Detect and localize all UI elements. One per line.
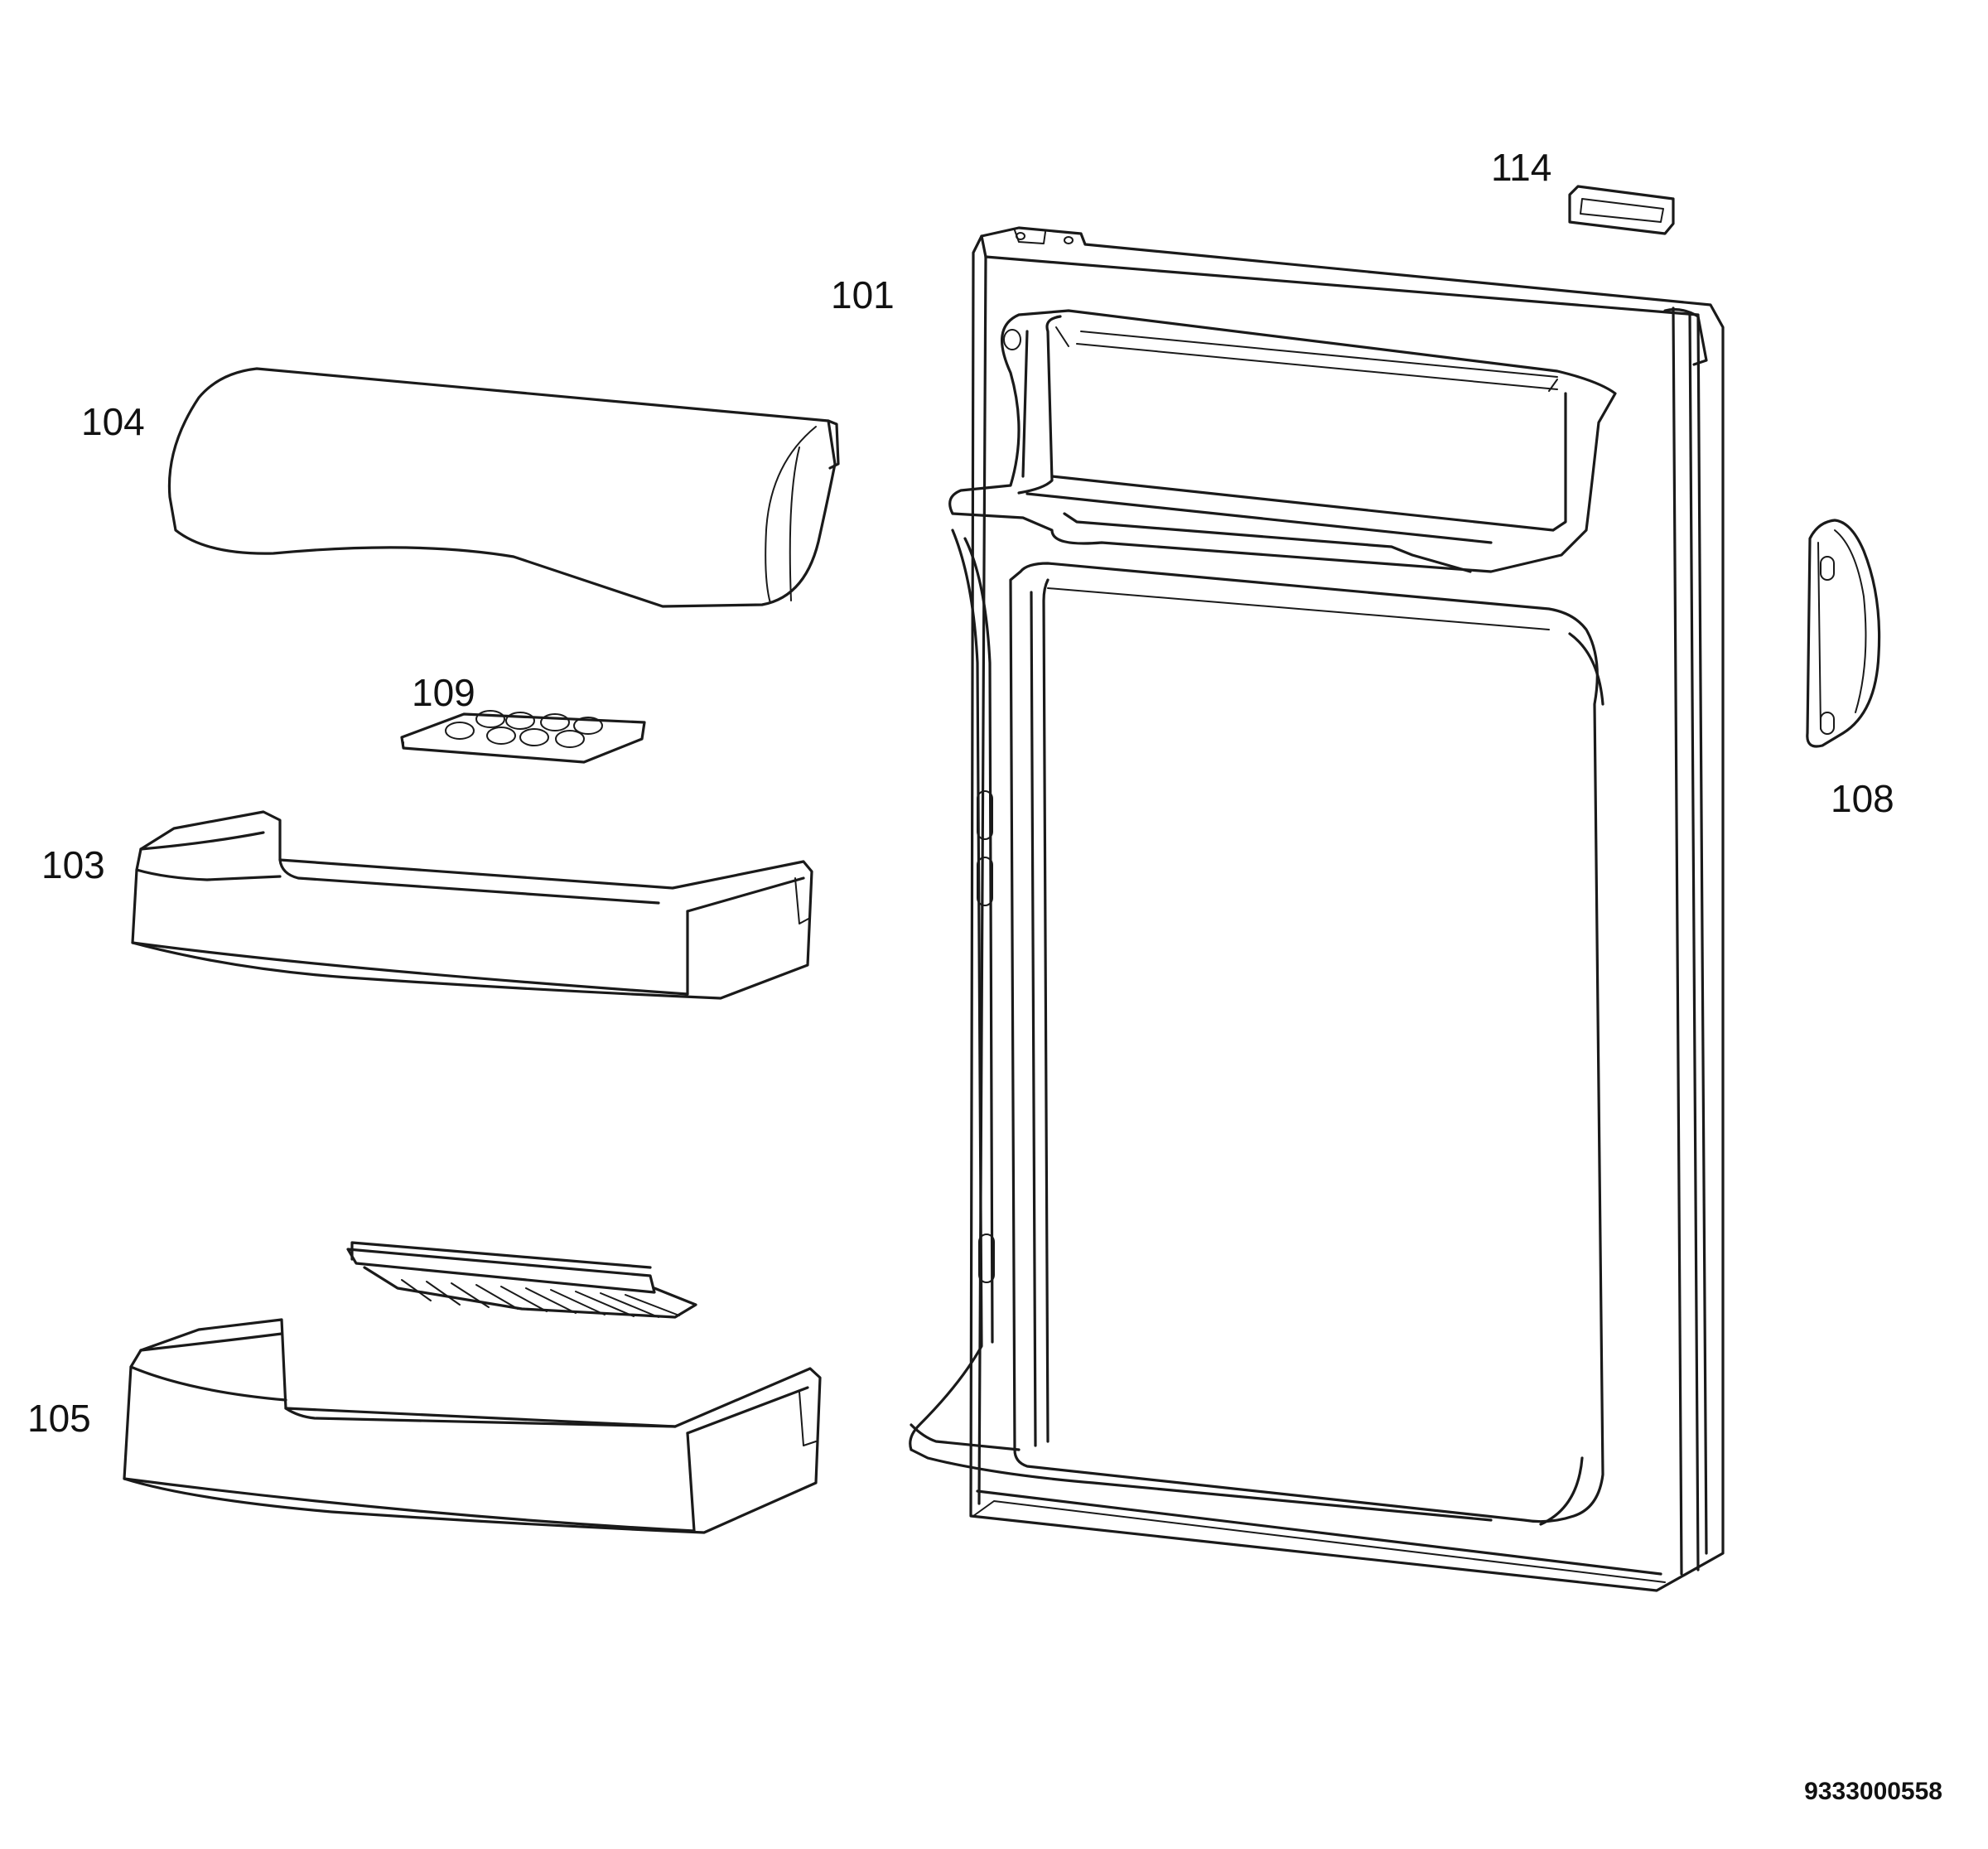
callout-104: 104: [81, 400, 145, 443]
callout-105: 105: [27, 1397, 91, 1440]
callout-108: 108: [1831, 777, 1894, 820]
callout-103: 103: [41, 843, 105, 886]
callout-101: 101: [831, 273, 895, 316]
part-104-top-cover: [167, 367, 840, 608]
document-number: 9333000558: [1804, 1778, 1942, 1805]
part-114-cap: [1568, 185, 1675, 235]
callout-114: 114: [1491, 146, 1551, 189]
part-109-egg-tray: [400, 710, 646, 764]
callout-109: 109: [412, 671, 475, 714]
part-108-handle: [1806, 519, 1881, 748]
part-105-bottom-shelf: [123, 1318, 822, 1534]
part-lower-insert-tray: [346, 1241, 697, 1319]
part-103-middle-shelf: [131, 810, 813, 1000]
part-101-door: [909, 226, 1725, 1592]
